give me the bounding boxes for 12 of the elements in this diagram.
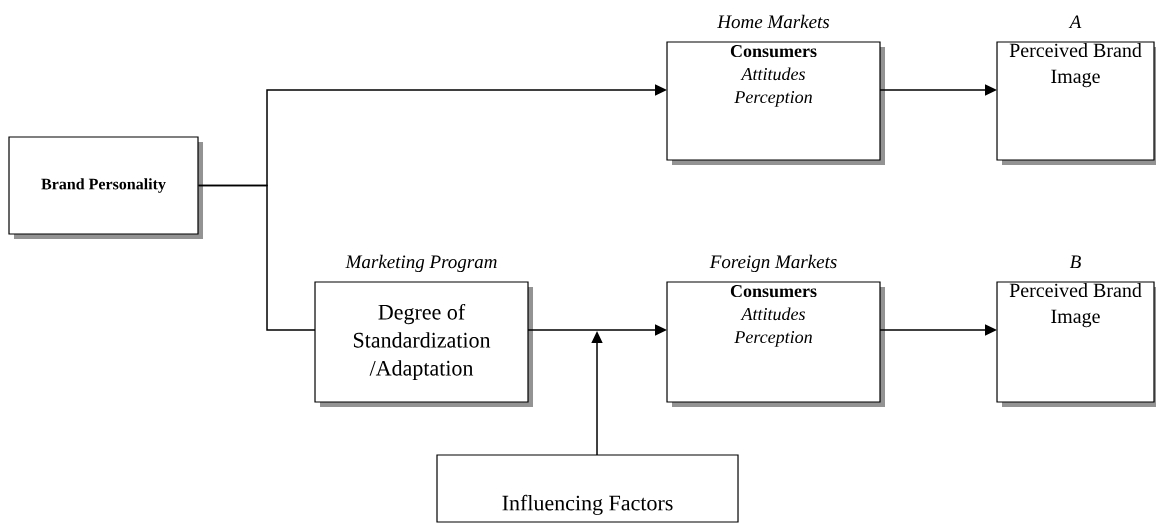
heading-label: B bbox=[1069, 255, 1081, 269]
process-box: Consumers Attitudes Perception bbox=[666, 41, 885, 165]
heading-label: Foreign Markets bbox=[709, 254, 837, 273]
process-box: Consumers Attitudes Perception bbox=[666, 281, 885, 407]
heading-label: Marketing Program bbox=[345, 254, 497, 273]
heading-label: A bbox=[1068, 15, 1082, 28]
process-box: Brand Personality bbox=[8, 136, 203, 239]
process-box: Perceived Brand Image bbox=[996, 281, 1156, 407]
heading-label: Home Markets bbox=[717, 14, 830, 29]
process-box: Degree of Standardization /Adaptation bbox=[314, 281, 533, 407]
process-box: Influencing Factors bbox=[436, 454, 739, 523]
process-box: Perceived Brand Image bbox=[996, 41, 1156, 165]
